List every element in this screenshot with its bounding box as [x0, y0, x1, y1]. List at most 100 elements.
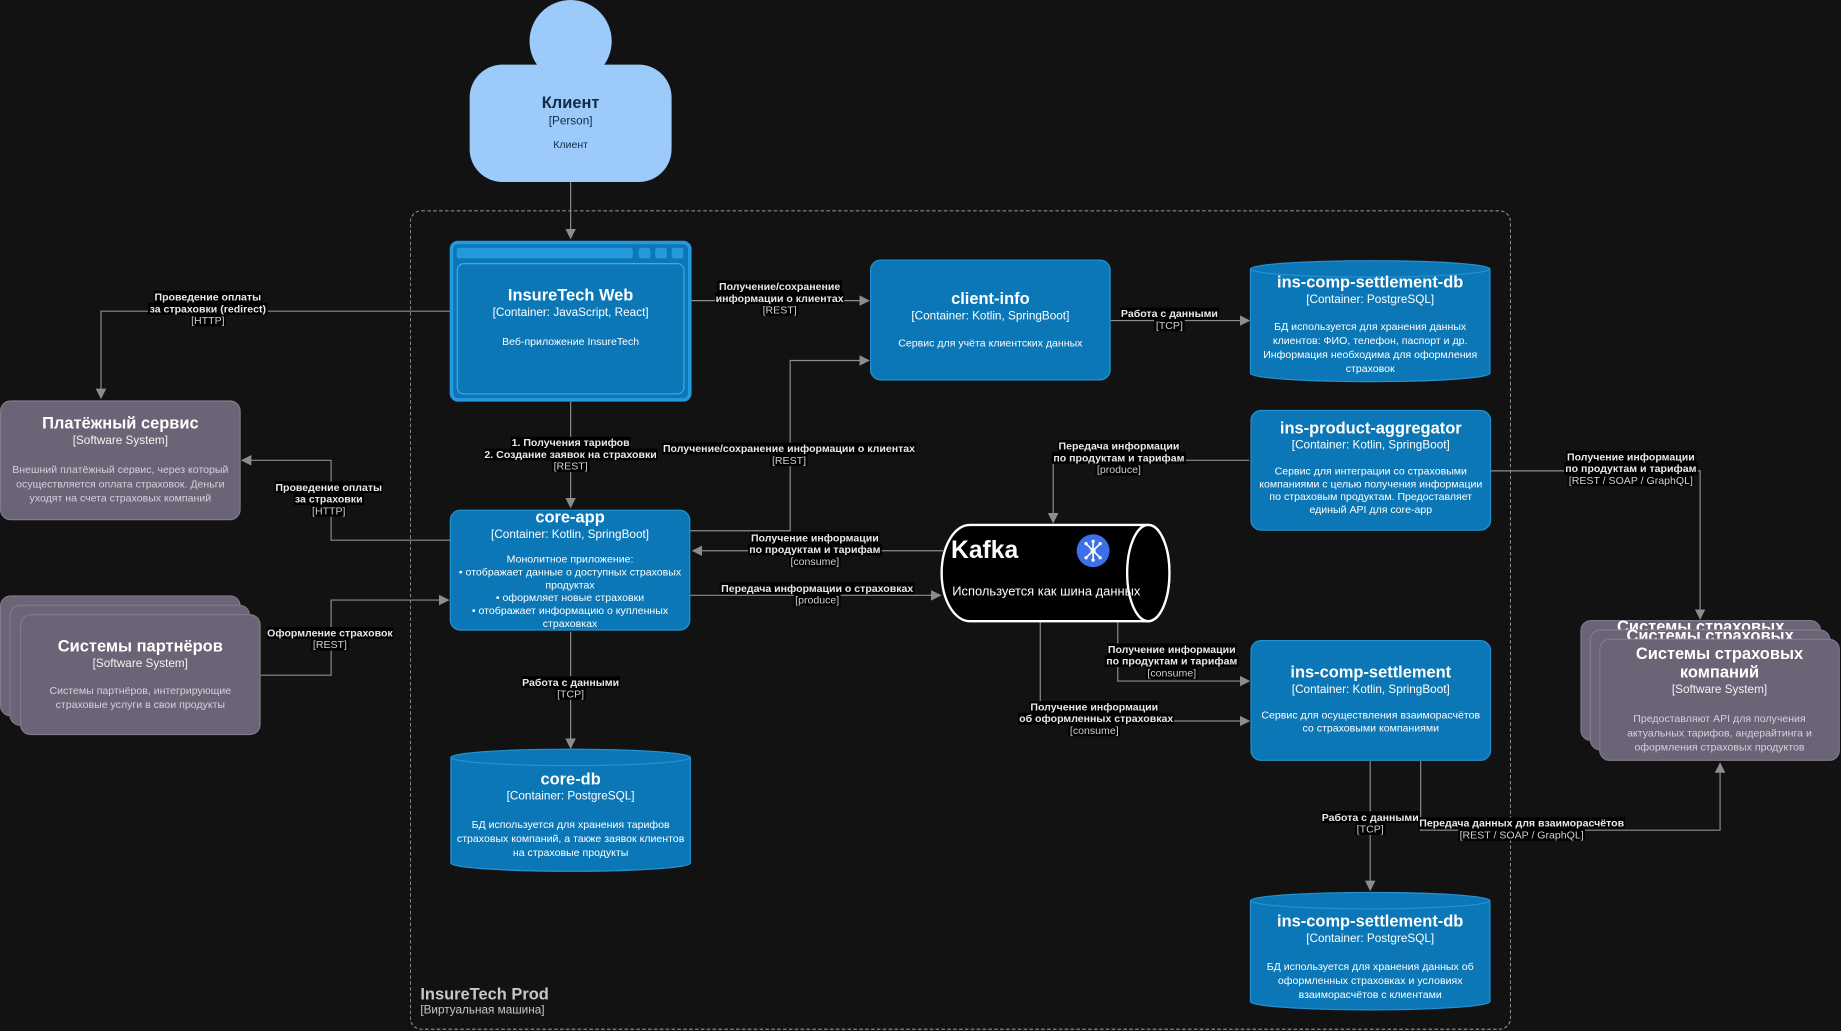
settlement-db-top[interactable]: ins-comp-settlement-db [Container: Postg… [1250, 269, 1490, 382]
settlement-db-bottom[interactable]: ins-comp-settlement-db [Container: Postg… [1250, 901, 1490, 1009]
insurers-system[interactable]: Системы страховых компаний [Software Sys… [1599, 638, 1840, 761]
label-web-payment: Проведение оплаты за страховки (redirect… [137, 291, 278, 327]
insurers-title-line: компаний [1679, 662, 1760, 682]
desc-line: компаниями с целью получения информации [1259, 477, 1483, 490]
desc-line: Информация необходима для оформления [1263, 348, 1478, 361]
aggregator-type: [Container: Kotlin, SpringBoot] [1291, 439, 1450, 453]
label-core-kafka: Передача информации о страховках [produc… [712, 582, 923, 606]
aggregator-title: ins-product-aggregator [1279, 418, 1462, 437]
person-body [469, 64, 672, 183]
desc-line: уходят на счета страховых компаний [29, 492, 212, 504]
desc-line: БД используется для хранения данных [1274, 320, 1467, 333]
label-line: Получение/сохранение информации о клиент… [661, 442, 917, 455]
desc-line: БД используется для хранения данных об [1266, 960, 1474, 973]
settlement-db-top-title: ins-comp-settlement-db [1277, 272, 1464, 292]
label-tech: [produce] [793, 594, 841, 606]
desc-line: Внешний платёжный сервис, через который [12, 463, 229, 476]
client-info-title: client-info [951, 288, 1030, 308]
payment-service-system[interactable]: Платёжный сервис [Software System] Внешн… [0, 400, 241, 521]
insuretech-web-container[interactable]: InsureTech Web [Container: JavaScript, R… [449, 240, 692, 402]
settlement-type: [Container: Kotlin, SpringBoot] [1291, 683, 1450, 697]
label-tech: [TCP] [1355, 823, 1385, 835]
desc-line: взаиморасчётов с клиентами [1298, 988, 1442, 1001]
client-info-desc: Сервис для учёта клиентских данных [898, 337, 1083, 349]
partners-desc: Системы партнёров, интегрирующие страхов… [26, 683, 255, 711]
core-db-title: core-db [540, 769, 601, 788]
label-tech: [produce] [1095, 463, 1143, 476]
label-line: Работа с данными [1320, 811, 1420, 824]
desc-line: единый API для core-app [1309, 503, 1433, 516]
label-tech: [REST] [761, 304, 798, 316]
edge-web-payment [95, 310, 451, 400]
label-line: Проведение оплаты [274, 481, 384, 494]
label-line: Передача информации о страховках [719, 582, 915, 595]
label-settlement-insurers: Передача данных для взаиморасчётов [REST… [1416, 817, 1627, 841]
kafka-desc: Используется как шина данных [952, 584, 1141, 599]
payment-title: Платёжный сервис [42, 413, 199, 433]
label-line: 2. Создание заявок на страховки [483, 448, 658, 461]
label-settlement-db: Работа с данными [TCP] [1311, 811, 1428, 835]
label-core-coredb: Работа с данными [TCP] [512, 676, 629, 700]
label-tech: [consume] [1068, 724, 1120, 737]
client-info-container[interactable]: client-info [Container: Kotlin, SpringBo… [870, 259, 1111, 381]
label-agg-kafka: Передача информации по продуктам и тариф… [1048, 440, 1189, 476]
desc-line: оформленных страховках и условиях [1277, 974, 1463, 987]
core-db[interactable]: core-db [Container: PostgreSQL] БД испол… [451, 757, 691, 870]
label-kafka-settlement-1: Получение информации по продуктам и тари… [1101, 643, 1242, 679]
label-line: Получение информации [1106, 643, 1237, 656]
person-title: Клиент [541, 92, 600, 112]
label-line: 1. Получения тарифов [510, 436, 631, 449]
core-db-desc: БД используется для хранения тарифов стр… [451, 817, 691, 859]
browser-dot [671, 247, 684, 259]
label-line: информации о клиентах [714, 292, 845, 305]
desc-line: осуществляется оплата страховок. Деньги [16, 477, 225, 490]
aggregator-desc: Сервис для интеграции со страховыми комп… [1256, 465, 1485, 517]
desc-line: клиентов: ФИО, телефон, паспорт и др. [1272, 334, 1468, 347]
core-app-type: [Container: Kotlin, SpringBoot] [491, 528, 650, 542]
desc-line: оформления страховых продуктов [1634, 740, 1805, 753]
label-line: Передача информации [1057, 440, 1181, 453]
core-app-title: core-app [535, 507, 605, 527]
insurers-title-line: Системы страховых [1635, 643, 1804, 663]
desc-line: по страховым продуктам. Предоставляет [1269, 490, 1473, 503]
client-person[interactable]: Клиент [Person] Клиент [469, 0, 672, 183]
label-web-client: Получение/сохранение информации о клиент… [709, 280, 850, 316]
kafka-queue-shape [940, 523, 1171, 623]
core-db-type: [Container: PostgreSQL] [506, 790, 635, 804]
ins-comp-settlement-container[interactable]: ins-comp-settlement [Container: Kotlin, … [1250, 639, 1492, 761]
partners-system[interactable]: Системы партнёров [Software System] Сист… [19, 614, 261, 736]
desc-line: страховые услуги в свои продукты [55, 698, 226, 711]
label-tech: [consume] [789, 555, 841, 568]
desc-line: Сервис для интеграции со страховыми [1274, 465, 1467, 477]
browser-dot [638, 247, 651, 259]
label-tech: [HTTP] [310, 504, 347, 517]
core-db-cylinder [450, 748, 691, 872]
desc-line: страховках [542, 617, 598, 630]
label-tech: [TCP] [555, 688, 586, 700]
label-web-core: 1. Получения тарифов 2. Создание заявок … [477, 436, 665, 473]
payment-type: [Software System] [72, 434, 168, 448]
label-core-payment: Проведение оплаты за страховки [HTTP] [270, 481, 387, 517]
label-line: Работа с данными [520, 676, 621, 689]
label-line: за страховки (redirect) [148, 302, 268, 315]
ins-product-aggregator-container[interactable]: ins-product-aggregator [Container: Kotli… [1250, 409, 1492, 531]
desc-line: на страховые продукты [512, 846, 629, 859]
desc-line: страховых компаний, а также заявок клиен… [456, 832, 685, 845]
core-app-container[interactable]: core-app [Container: Kotlin, SpringBoot]… [449, 507, 691, 631]
label-line: Передача данных для взаиморасчётов [1418, 817, 1626, 830]
label-line: за страховки [293, 493, 364, 505]
payment-desc: Внешний платёжный сервис, через который … [6, 463, 235, 505]
label-line: Оформление страховок [265, 627, 394, 639]
insurers-desc: Предоставляют API для получения актуальн… [1605, 712, 1834, 754]
web-type: [Container: JavaScript, React] [492, 306, 649, 320]
desc-line: Монолитное приложение: [506, 553, 634, 565]
person-type: [Person] [548, 115, 593, 128]
web-title: InsureTech Web [507, 285, 634, 305]
settlement-db-bottom-cylinder [1249, 891, 1491, 1011]
label-partners-core: Оформление страховок [REST] [265, 627, 394, 651]
desc-line: актуальных тарифов, андерайтинга и [1627, 726, 1812, 739]
desc-line: страховок [1345, 362, 1395, 375]
insuretech-prod-boundary: InsureTech Prod [Виртуальная машина] [409, 210, 1512, 1030]
label-tech: [REST / SOAP / GraphQL] [1567, 474, 1695, 487]
